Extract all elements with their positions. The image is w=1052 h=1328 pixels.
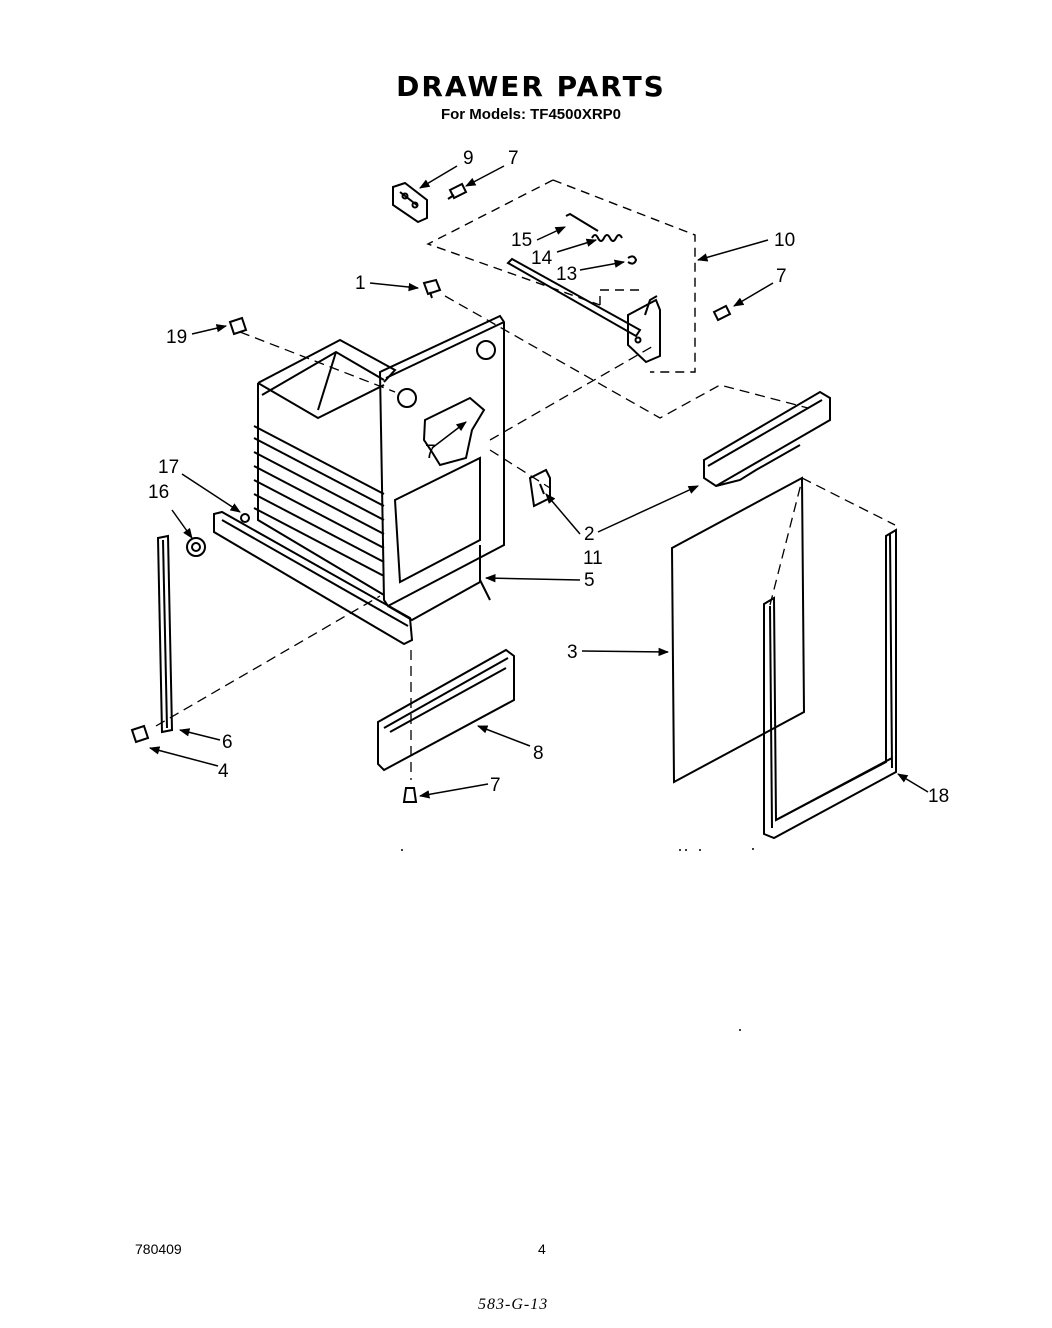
small-bracket (528, 468, 551, 508)
slide-rail (703, 390, 831, 488)
callout-7: 7 (490, 775, 501, 796)
screw (447, 182, 468, 200)
document-number: 780409 (135, 1241, 182, 1257)
page-title: DRAWER PARTS (396, 70, 666, 103)
callout-labels: 9 7 15 14 13 10 1 7 19 7 17 16 2 11 5 3 … (148, 148, 949, 807)
bottom-rail (213, 510, 414, 646)
latch-bracket (392, 181, 428, 224)
screw-bottom (402, 787, 418, 803)
callout-5: 5 (584, 570, 595, 591)
door-frame (763, 528, 897, 840)
scan-marks (401, 848, 754, 1031)
callout-11: 11 (583, 548, 603, 569)
callout-17: 17 (158, 457, 179, 478)
drawer-bin (253, 338, 397, 596)
callout-2: 2 (584, 524, 595, 545)
callout-15: 15 (511, 230, 532, 251)
glass-panel (670, 476, 806, 784)
callout-14: 14 (531, 248, 553, 269)
screw-right (712, 304, 732, 322)
callout-18: 18 (928, 786, 949, 807)
callout-4: 4 (218, 761, 229, 782)
callout-10: 10 (774, 230, 795, 251)
callout-7: 7 (776, 266, 787, 287)
drawer-front-panel (378, 314, 505, 622)
leader-arrows (148, 165, 929, 799)
model-subtitle: For Models: TF4500XRP0 (440, 106, 622, 123)
callout-9: 9 (463, 148, 474, 169)
callout-7: 7 (508, 148, 519, 169)
callout-8: 8 (533, 743, 544, 764)
clip (627, 255, 638, 265)
callout-7: 7 (425, 442, 436, 463)
spring (591, 234, 623, 242)
reference-code: 583-G-13 (478, 1296, 549, 1313)
knob (186, 537, 206, 557)
screw-4 (130, 724, 150, 744)
screw-1 (422, 278, 442, 299)
side-trim (156, 534, 174, 734)
page-number: 4 (538, 1241, 546, 1257)
latch-bar (506, 257, 661, 364)
callout-6: 6 (222, 732, 233, 753)
screw-19 (228, 316, 248, 336)
callout-16: 16 (148, 482, 169, 503)
kick-panel (377, 648, 515, 772)
latch-rod (565, 212, 599, 232)
callout-19: 19 (166, 327, 187, 348)
callout-13: 13 (556, 264, 577, 285)
callout-1: 1 (355, 273, 366, 294)
callout-3: 3 (567, 642, 578, 663)
latch-assembly-group (426, 179, 696, 373)
